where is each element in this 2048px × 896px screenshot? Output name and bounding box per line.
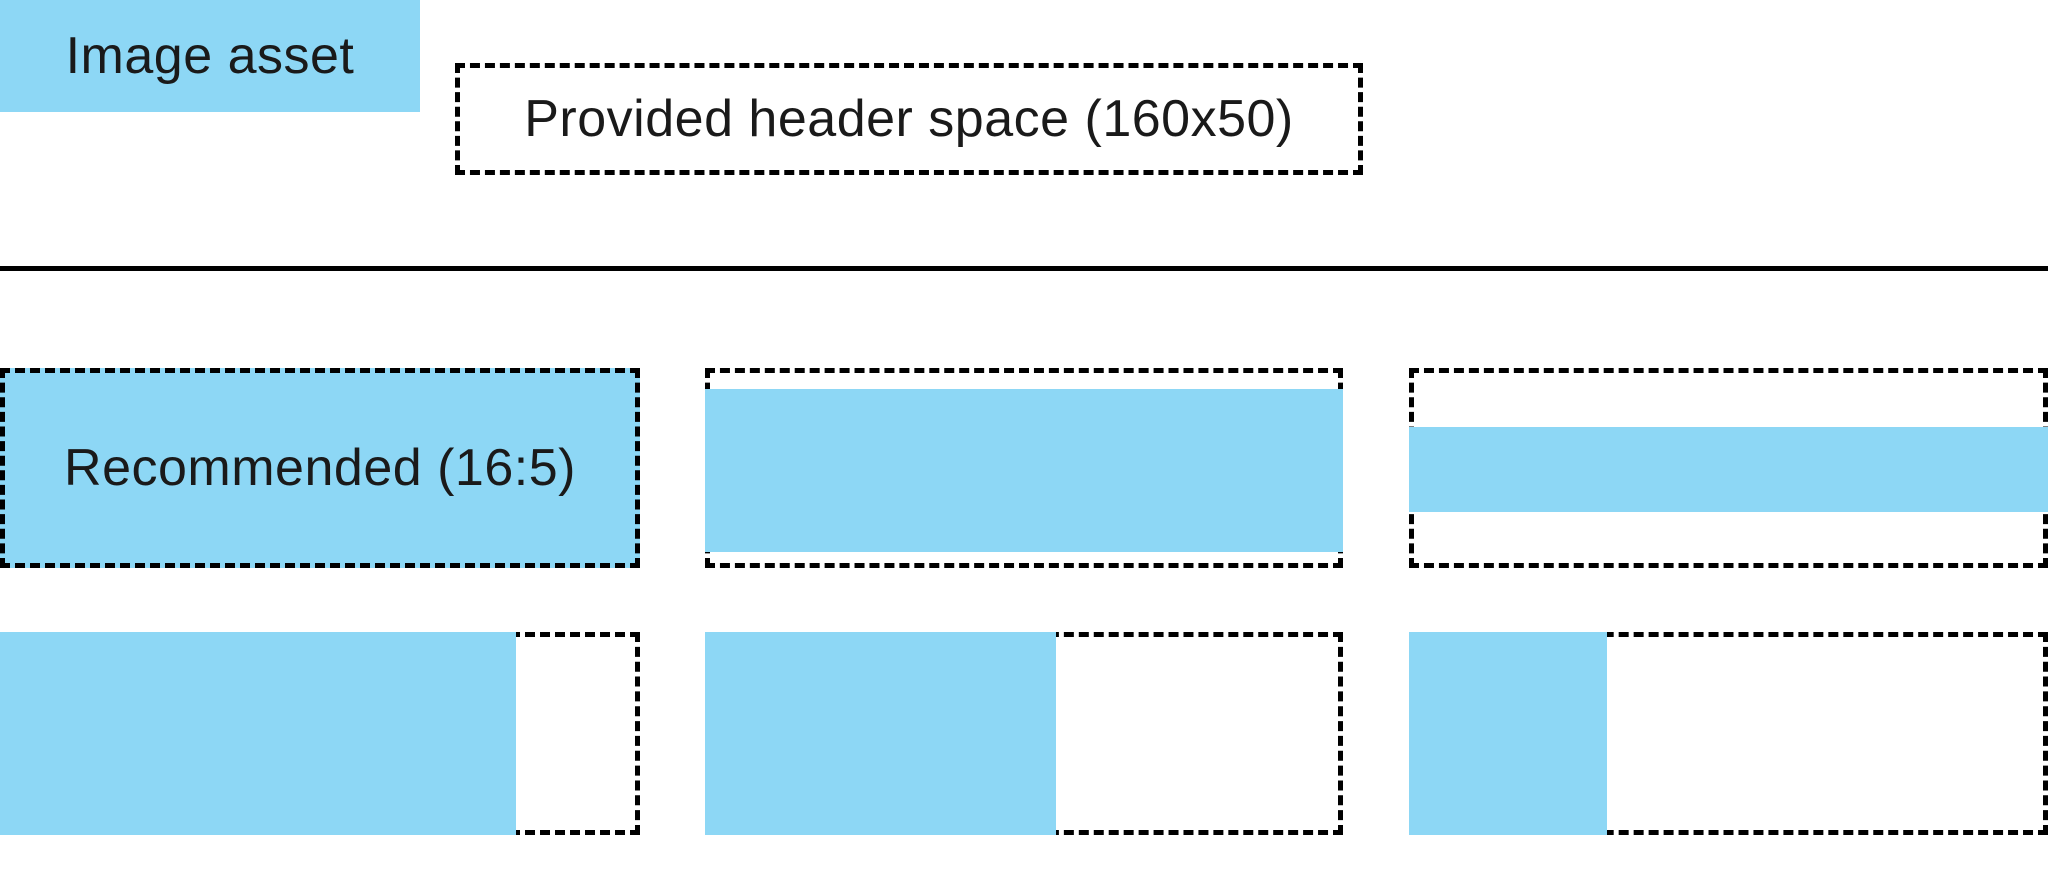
legend-provided-header-space-label: Provided header space (160x50)	[524, 90, 1294, 148]
image-fill-letterboxed	[705, 389, 1343, 552]
legend-image-asset-label: Image asset	[65, 27, 355, 85]
recommended-label: Recommended (16:5)	[64, 439, 576, 497]
legend-provided-header-space-box: Provided header space (160x50)	[455, 63, 1363, 175]
example-box-narrow-medium	[705, 632, 1343, 835]
example-box-letterboxed	[705, 368, 1343, 568]
image-fill-narrow-small	[1409, 632, 1607, 835]
image-fill-narrow-medium	[705, 632, 1056, 835]
image-fill-narrow-large	[0, 632, 516, 835]
legend-image-asset-swatch: Image asset	[0, 0, 420, 112]
image-fill-wide-band	[1409, 427, 2048, 512]
example-box-recommended: Recommended (16:5)	[0, 368, 640, 568]
example-box-narrow-small	[1409, 632, 2048, 835]
example-box-narrow-large	[0, 632, 640, 835]
example-box-wide-band	[1409, 368, 2048, 568]
section-divider	[0, 266, 2048, 271]
